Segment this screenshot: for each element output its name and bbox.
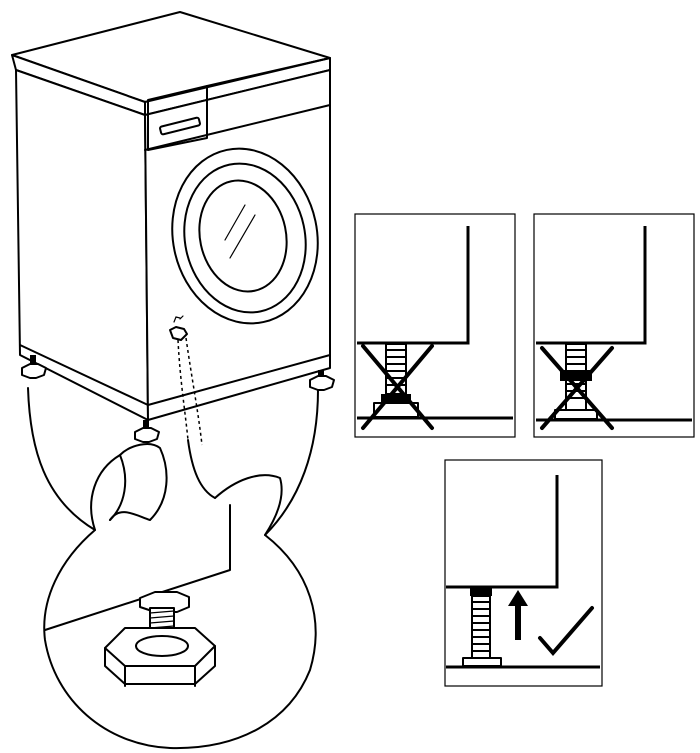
door: [171, 147, 319, 325]
foot-front: [134, 420, 160, 443]
threaded-bolt: [471, 595, 491, 659]
panel-frame: [533, 213, 695, 438]
magnified-adjustable-foot: [44, 504, 231, 687]
panel-incorrect-locknut-loose: [533, 213, 695, 438]
hexagonal-foot: [104, 627, 216, 687]
glass-glare-1: [224, 204, 246, 241]
machine-corner-outline: [44, 504, 231, 631]
detergent-drawer-handle: [159, 116, 201, 136]
control-panel-top-line: [206, 57, 331, 87]
foot-base: [554, 409, 598, 420]
wrench-guide-dashed: [177, 339, 189, 441]
callout-bubble: [27, 387, 319, 750]
panel-correct-foot-adjusted: [444, 459, 603, 687]
locknut: [470, 588, 492, 596]
control-panel-divider: [144, 104, 331, 151]
wrench-guide-dashed-2: [185, 337, 203, 446]
locknut: [560, 370, 592, 381]
wrench-icon: [169, 315, 188, 341]
callout-lobe-center: [109, 443, 168, 521]
control-panel-section: [147, 85, 208, 151]
foot-right-front: [309, 370, 335, 391]
arrow-up-icon: [508, 590, 528, 640]
washing-machine: [11, 11, 335, 446]
glass-glare-2: [229, 214, 256, 259]
callout-outer-contour: [27, 387, 319, 750]
panel-incorrect-foot-too-low: [354, 213, 516, 438]
foot-base: [462, 657, 502, 667]
door-inner-ring: [183, 162, 307, 314]
panel-frame: [444, 459, 603, 687]
machine-base-rim: [19, 344, 331, 406]
machine-feet: [21, 355, 335, 443]
callout-lobe-left: [90, 454, 127, 531]
foot-left-rear: [21, 355, 47, 379]
locknut: [381, 394, 411, 403]
callout-lobe-right: [214, 474, 283, 536]
checkmark-icon: [538, 606, 594, 657]
callout-neck: [187, 439, 216, 499]
machine-corner: [446, 475, 559, 589]
cross-icon: [540, 346, 614, 430]
cross-icon: [361, 344, 434, 430]
